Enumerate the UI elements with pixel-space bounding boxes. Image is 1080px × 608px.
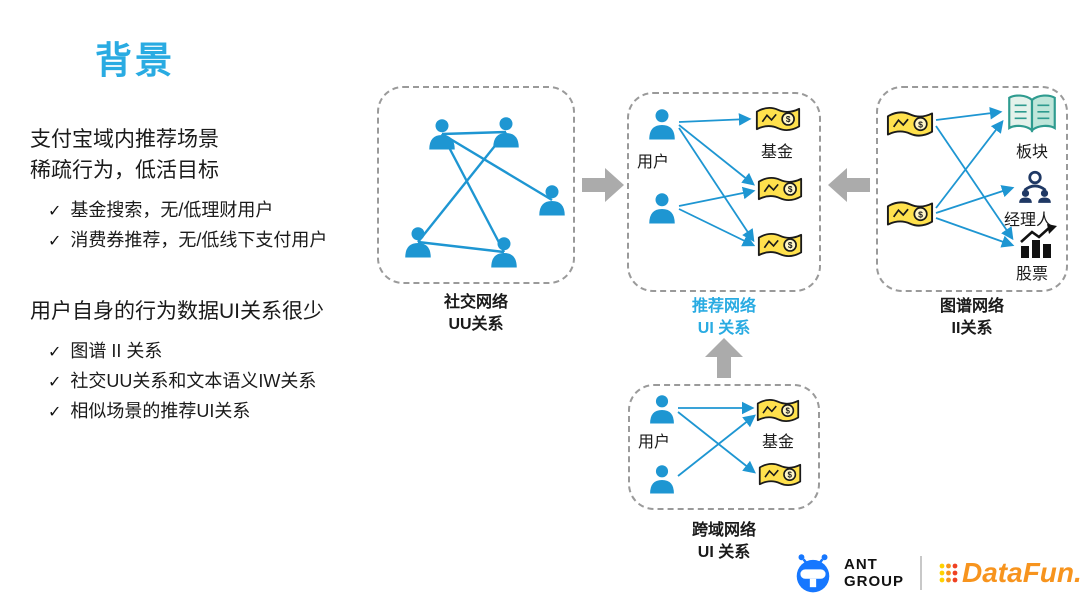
group-word: GROUP <box>844 573 905 590</box>
datafun-logo: DataFun. <box>938 557 1080 589</box>
check-icon: ✓ <box>48 344 62 361</box>
graph-network-box: 板块 经理人 股票 <box>876 86 1068 292</box>
list-item: ✓ 相似场景的推荐UI关系 <box>48 397 382 427</box>
arrow-cross-to-recommend <box>705 338 743 378</box>
list-item: ✓ 基金搜索，无/低理财用户 <box>48 196 382 226</box>
user-label: 用户 <box>637 154 670 171</box>
relation-type: UI 关系 <box>697 544 751 561</box>
person-icon <box>491 237 517 268</box>
arrow-social-to-recommend <box>582 168 624 202</box>
bullet-text: 相似场景的推荐UI关系 <box>70 401 251 421</box>
network-name: 社交网络 <box>443 294 508 311</box>
scenario-bullets: ✓ 基金搜索，无/低理财用户 ✓ 消费券推荐，无/低线下支付用户 <box>48 196 382 256</box>
fund-icon <box>757 176 803 202</box>
fund-icon <box>755 106 801 132</box>
footer-divider <box>920 556 923 590</box>
relation-type: UI 关系 <box>697 320 751 337</box>
fund-icon <box>886 111 934 137</box>
bullet-text: 基金搜索，无/低理财用户 <box>70 200 274 220</box>
manager-label: 经理人 <box>1004 212 1053 229</box>
fund-icon <box>886 201 934 227</box>
list-item: ✓ 消费券推荐，无/低线下支付用户 <box>48 226 382 256</box>
scenario-line-1: 支付宝域内推荐场景 <box>30 128 219 151</box>
person-icon <box>650 395 674 424</box>
book-icon <box>1008 94 1056 132</box>
social-network-label: 社交网络 UU关系 <box>377 292 575 336</box>
person-icon <box>539 185 565 216</box>
fund-label: 基金 <box>762 434 795 451</box>
datafun-dots-icon <box>939 563 958 583</box>
relations-bullets: ✓ 图谱 II 关系 ✓ 社交UU关系和文本语义IW关系 ✓ 相似场景的推荐UI… <box>48 337 382 427</box>
social-network-graph <box>405 117 565 268</box>
arrow-graph-to-recommend <box>828 168 870 202</box>
check-icon: ✓ <box>48 374 62 391</box>
sector-label: 板块 <box>1016 144 1049 161</box>
list-item: ✓ 图谱 II 关系 <box>48 337 382 367</box>
check-icon: ✓ <box>48 203 62 220</box>
graph-network-label: 图谱网络 II关系 <box>876 296 1068 340</box>
network-name: 跨域网络 <box>691 522 756 539</box>
user-label: 用户 <box>638 434 671 451</box>
relation-type: UU关系 <box>448 316 504 333</box>
fund-label: 基金 <box>761 144 794 161</box>
bullet-text: 社交UU关系和文本语义IW关系 <box>70 371 317 391</box>
list-item: ✓ 社交UU关系和文本语义IW关系 <box>48 367 382 397</box>
page-title: 背景 <box>95 40 175 81</box>
ant-group-wordmark: ANT GROUP <box>844 556 904 590</box>
scenario-heading: 支付宝域内推荐场景 稀疏行为，低活目标 <box>30 124 382 186</box>
ant-word: ANT <box>844 556 878 573</box>
graph-network-graph <box>886 94 1058 258</box>
recommend-network-box: 用户 基金 <box>627 92 821 292</box>
relations-heading: 用户自身的行为数据UI关系很少 <box>30 300 324 323</box>
social-network-box <box>377 86 575 284</box>
person-icon <box>649 109 675 140</box>
footer-logos: ANT GROUP DataFun. <box>792 552 1080 594</box>
cross-network-box: 用户 基金 <box>628 384 820 510</box>
ant-group-logo-icon <box>796 554 830 593</box>
cross-network-label: 跨域网络 UI 关系 <box>628 520 820 564</box>
check-icon: ✓ <box>48 404 62 421</box>
recommend-network-graph <box>649 106 803 258</box>
network-name: 推荐网络 <box>691 298 756 315</box>
person-icon <box>650 465 674 494</box>
scenario-line-2: 稀疏行为，低活目标 <box>30 159 219 182</box>
bullet-text: 消费券推荐，无/低线下支付用户 <box>70 230 328 250</box>
check-icon: ✓ <box>48 233 62 250</box>
manager-icon <box>1017 170 1053 204</box>
fund-icon <box>757 232 803 258</box>
cross-network-graph <box>650 395 802 494</box>
datafun-wordmark: DataFun. <box>962 557 1080 588</box>
stock-label: 股票 <box>1016 266 1049 283</box>
bullet-text: 图谱 II 关系 <box>70 341 163 361</box>
network-name: 图谱网络 <box>939 298 1004 315</box>
left-text-block: 支付宝域内推荐场景 稀疏行为，低活目标 ✓ 基金搜索，无/低理财用户 ✓ 消费券… <box>30 124 382 427</box>
person-icon <box>649 193 675 224</box>
fund-icon <box>756 398 800 423</box>
fund-icon <box>758 462 802 487</box>
recommend-network-label: 推荐网络 UI 关系 <box>627 296 821 340</box>
relation-type: II关系 <box>951 320 993 337</box>
